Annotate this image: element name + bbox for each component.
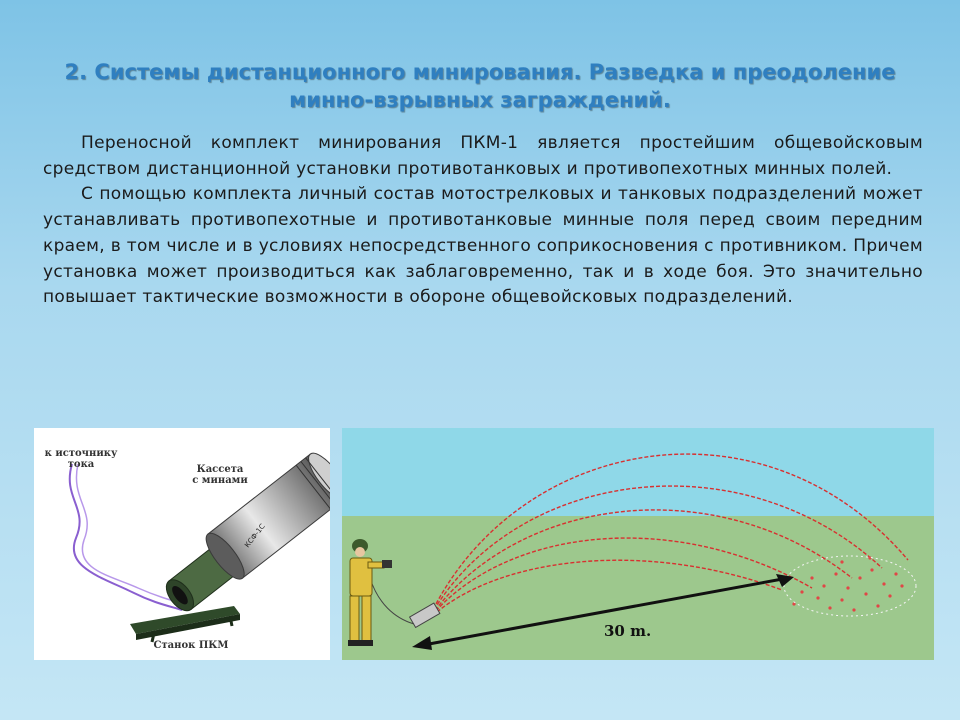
stand-base <box>130 606 240 634</box>
ground <box>342 516 934 660</box>
paragraph-1: Переносной комплект минирования ПКМ-1 яв… <box>43 133 923 179</box>
soldier <box>348 539 392 646</box>
wire-2 <box>75 463 185 605</box>
slide-title: 2. Системы дистанционного минирования. Р… <box>40 58 920 114</box>
pkm-stand-drawing: КСФ-1С <box>68 452 330 643</box>
sky <box>342 428 934 516</box>
distance-arrow <box>417 576 789 648</box>
paragraph-2: С помощью комплекта личный состав мотост… <box>43 184 923 308</box>
trajectories <box>427 453 909 621</box>
slide-body-text: Переносной комплект минирования ПКМ-1 яв… <box>43 131 923 311</box>
slide-title-line-2: минно-взрывных заграждений. <box>289 88 671 112</box>
stand-label: Станок ПКМ <box>153 640 229 651</box>
power-source-label: к источнику тока <box>44 448 118 470</box>
mine-field <box>792 556 904 612</box>
mine-laying-illustration: 30 m. <box>342 428 934 660</box>
slide-title-line-1: 2. Системы дистанционного минирования. Р… <box>64 60 896 84</box>
mine-laying-scene <box>342 428 934 660</box>
wire-1 <box>68 463 183 611</box>
distance-label: 30 m. <box>604 622 652 640</box>
pkm-stand-illustration: КСФ-1С к источнику тока Кассета с минами… <box>34 428 330 660</box>
cassette-label: Кассета с минами <box>192 464 248 486</box>
launcher <box>408 602 441 629</box>
mine-cassette <box>205 452 330 580</box>
